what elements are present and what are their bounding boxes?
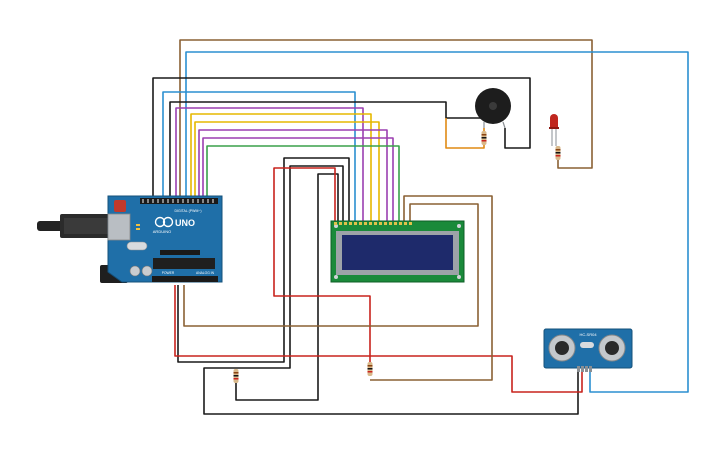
tx-led — [136, 224, 140, 226]
usb-b-socket — [107, 213, 131, 241]
wire-red-lcd — [273, 167, 371, 370]
wire-orange-buzzer — [445, 118, 485, 149]
wire-purple-2 — [198, 129, 388, 222]
piezo-buzzer-icon[interactable] — [475, 88, 511, 129]
wire-brown-lcd-2 — [183, 203, 479, 327]
brand-label: ARDUINO — [153, 229, 171, 234]
resistor-led[interactable] — [555, 146, 561, 160]
wire-purple-3 — [202, 137, 394, 222]
wire-black-lcd-1 — [177, 157, 350, 363]
arduino-logo — [154, 216, 174, 228]
usb-cable-plug — [37, 221, 63, 231]
wire-yellow-2 — [194, 121, 380, 222]
resistor-contrast[interactable] — [233, 369, 239, 383]
analog-label: ANALOG IN — [196, 271, 215, 275]
digital-pins — [142, 199, 214, 203]
resistor-buzzer[interactable] — [481, 131, 487, 145]
wire-blue-lcd — [162, 91, 356, 222]
wire-black-short — [169, 101, 484, 200]
wire-green — [206, 145, 400, 222]
lcd-mount-hole — [457, 275, 461, 279]
wire-black-lcd-2 — [203, 165, 579, 415]
wire-blue-sensor — [185, 51, 689, 393]
wire-yellow-1 — [190, 113, 372, 222]
wire-black-lcd-3 — [235, 173, 339, 401]
reset-button[interactable] — [114, 200, 126, 212]
digital-label: DIGITAL (PWM~) — [174, 209, 201, 213]
lcd-screen — [342, 235, 453, 270]
red-led[interactable] — [549, 114, 559, 146]
usb-connector-grip — [64, 218, 108, 234]
capacitor-1 — [129, 265, 141, 277]
wire-brown-led — [179, 39, 593, 200]
capacitor-2 — [141, 265, 153, 277]
power-analog-header — [152, 276, 218, 282]
lcd-pin-header — [334, 222, 412, 225]
arduino-uno-board[interactable]: DIGITAL (PWM~) UNO ARDUINO POWER ANALOG … — [37, 195, 223, 283]
wire-brown-lcd-1 — [370, 195, 493, 381]
lcd-16x2-display[interactable] — [330, 220, 465, 283]
lcd-mount-hole — [334, 275, 338, 279]
ultrasonic-sensor[interactable]: HC-SR04 — [543, 328, 633, 372]
lcd-mount-hole — [457, 224, 461, 228]
wire-purple-1 — [175, 107, 364, 222]
wire-black-gnd-top — [152, 77, 531, 200]
wires — [152, 39, 689, 415]
rx-led — [136, 228, 140, 230]
sensor-label: HC-SR04 — [579, 332, 597, 337]
atmega-chip — [153, 258, 215, 269]
resistor-backlight[interactable] — [367, 362, 373, 376]
icsp-header — [160, 250, 200, 255]
board-model-label: UNO — [175, 218, 195, 228]
wire-red-sensor — [174, 285, 583, 393]
sensor-crystal — [580, 342, 594, 348]
crystal-oscillator — [126, 241, 148, 251]
power-label: POWER — [162, 271, 175, 275]
sensor-pins — [577, 366, 592, 372]
